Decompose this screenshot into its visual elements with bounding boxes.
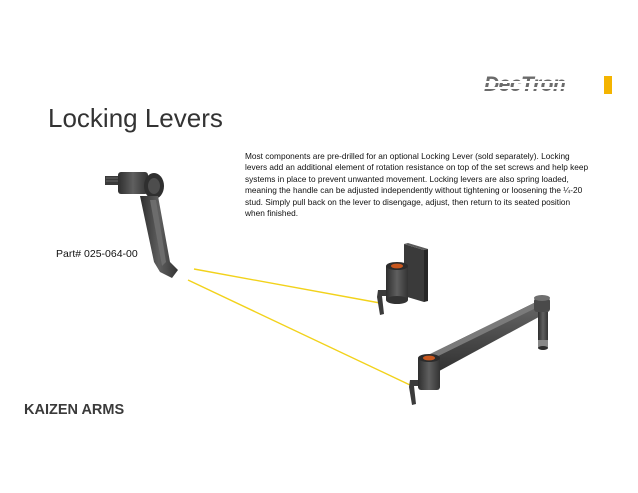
dectron-logo-icon bbox=[604, 76, 612, 94]
lever-stud bbox=[105, 176, 119, 185]
dectron-logo: DecTron bbox=[484, 72, 616, 98]
arm-image bbox=[409, 295, 550, 405]
arm-joint bbox=[418, 356, 440, 390]
arm-bore bbox=[423, 355, 435, 361]
callout-line-mount bbox=[193, 268, 381, 304]
description-paragraph: Most components are pre-drilled for an o… bbox=[245, 151, 589, 219]
page-title: Locking Levers bbox=[48, 103, 223, 133]
logo-wordmark: DecTron bbox=[484, 73, 566, 96]
lever-hub bbox=[118, 172, 148, 194]
brand-name: KAIZEN ARMS bbox=[24, 402, 125, 418]
arm-lever bbox=[409, 380, 418, 405]
mount-bore bbox=[391, 263, 403, 269]
wall-mount-image bbox=[377, 243, 428, 315]
arm-end-block bbox=[534, 298, 550, 312]
mount-column bbox=[386, 266, 408, 300]
logo-stripe bbox=[484, 87, 604, 89]
callout-line-arm bbox=[187, 279, 411, 386]
part-number-label: Part# 025-064-00 bbox=[56, 248, 138, 260]
mount-lever bbox=[377, 290, 386, 315]
mount-plate bbox=[404, 244, 424, 302]
arm-post bbox=[538, 312, 548, 348]
arm-beam bbox=[418, 300, 548, 376]
logo-stripe bbox=[484, 81, 604, 83]
locking-lever-image bbox=[105, 172, 178, 278]
